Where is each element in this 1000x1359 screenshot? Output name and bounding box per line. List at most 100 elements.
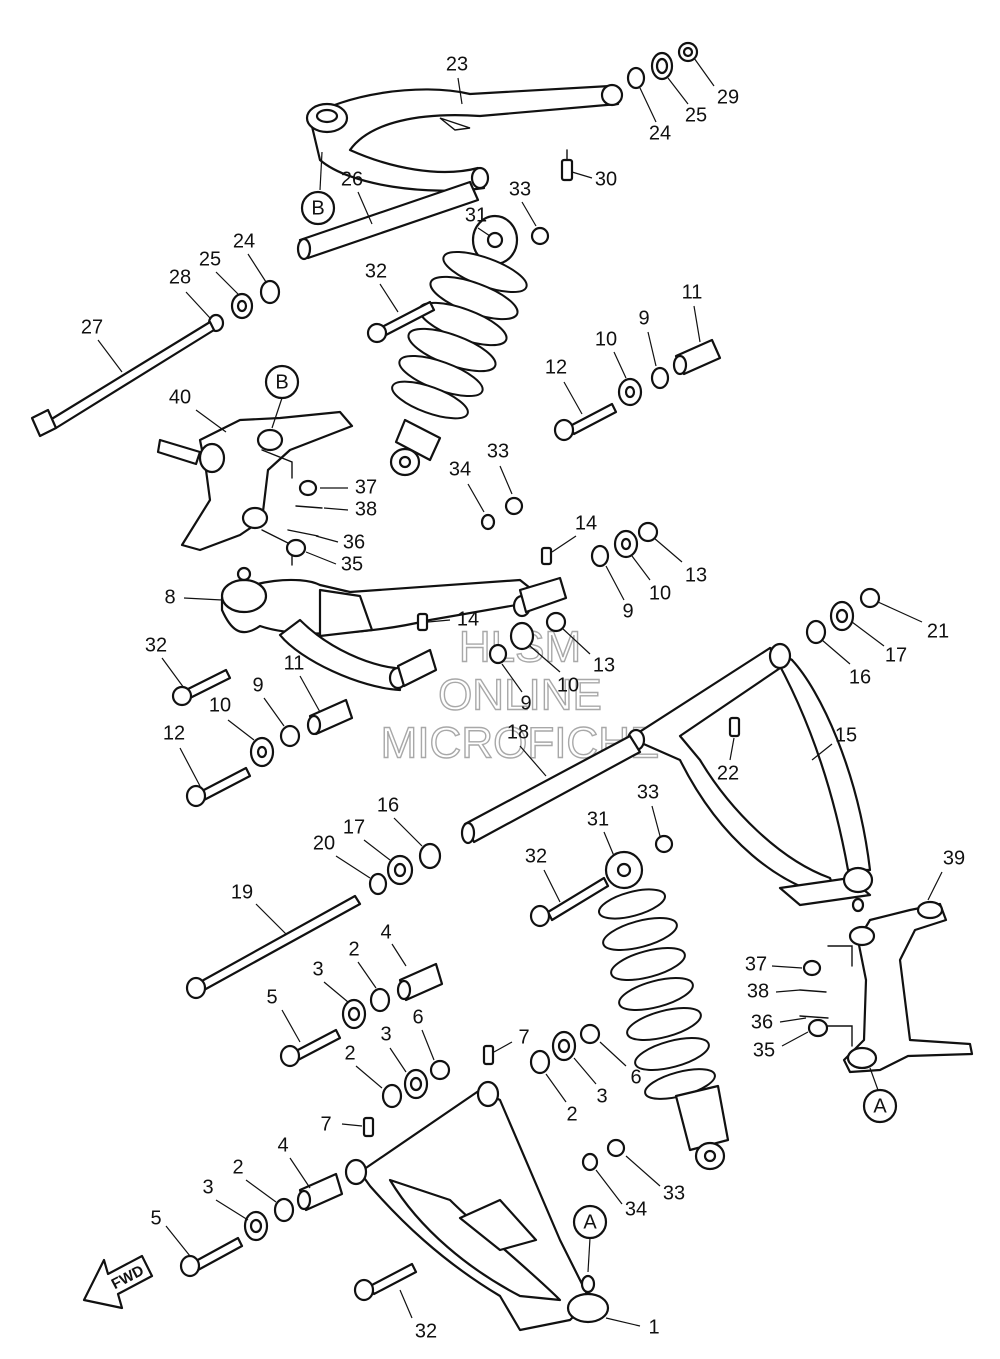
washer-20	[368, 872, 388, 896]
collar-26	[296, 180, 480, 261]
washer-10-mid	[509, 621, 535, 651]
callout-number: 2	[232, 1156, 243, 1178]
nut-33-upper	[530, 226, 550, 246]
callout-number: 10	[557, 674, 579, 696]
callout: 29	[693, 57, 739, 108]
pin-38-upper	[295, 505, 323, 509]
callout: 17	[851, 621, 907, 666]
bushing-16-right	[805, 619, 827, 645]
callout: 27	[81, 316, 123, 373]
callout: 10	[209, 694, 255, 741]
callout: 11	[682, 281, 703, 343]
callout: 18	[507, 721, 547, 777]
callout: 10	[631, 555, 671, 604]
callout: 5	[150, 1207, 191, 1257]
callout-number: 9	[520, 692, 531, 714]
nut-33-lower-shock	[654, 834, 674, 854]
callout-number: 22	[717, 762, 739, 784]
callout-number: 25	[199, 248, 221, 270]
callout: 33	[509, 178, 537, 227]
callout: 2	[232, 1156, 277, 1203]
washer-10-mid-right	[613, 529, 639, 559]
callout-number: 9	[622, 600, 633, 622]
callout: 4	[277, 1134, 311, 1189]
callout: 3	[312, 958, 349, 1003]
callout-number: 33	[663, 1182, 685, 1204]
reference-marker-a-lower: A	[572, 1204, 608, 1273]
nut-13-mid	[545, 611, 567, 633]
callout: 36	[751, 1011, 807, 1033]
callout-number: 10	[209, 694, 231, 716]
callout-number: 24	[649, 122, 671, 144]
callout-number: 12	[545, 356, 567, 378]
callouts: 23 29 25 24 30 26 33 31 24 25 28 32 27 1…	[81, 53, 965, 1342]
callout: 4	[380, 921, 407, 967]
callout-number: 3	[202, 1176, 213, 1198]
callout-number: 11	[284, 652, 305, 674]
callout: 9	[638, 307, 657, 367]
forward-direction-arrow: FWD	[82, 1254, 154, 1310]
callout: 24	[233, 230, 267, 283]
washer-25-left	[230, 292, 254, 320]
callout: 10	[595, 328, 627, 379]
callout-number: 9	[638, 307, 649, 329]
grease-nipple-14b	[416, 612, 429, 632]
callout-number: 5	[266, 986, 277, 1008]
bushing-2-upper	[369, 987, 391, 1013]
callout-number: 2	[348, 938, 359, 960]
shock-absorber-lower	[598, 850, 730, 1171]
upper-arm-front	[220, 566, 568, 692]
bushing-9-left	[279, 724, 301, 748]
callout: 12	[163, 722, 201, 787]
callout: 7	[493, 1026, 530, 1053]
callout: 21	[877, 601, 949, 642]
callout-number: 33	[509, 178, 531, 200]
callout: 6	[599, 1041, 642, 1088]
callout-number: 3	[312, 958, 323, 980]
callout-number: 18	[507, 721, 529, 743]
callout: 24	[639, 87, 671, 144]
washer-3-mid	[403, 1068, 429, 1100]
bolt-12-upper	[553, 402, 618, 442]
callout: 38	[747, 980, 801, 1002]
bushing-9-mid-right	[590, 544, 610, 568]
callout: 2	[545, 1073, 578, 1125]
callout-number: 32	[365, 260, 387, 282]
callout: 35	[753, 1031, 809, 1061]
callout: 9	[501, 663, 532, 714]
callout: 23	[446, 53, 468, 105]
callout-number: 34	[625, 1198, 647, 1220]
callout: 19	[231, 881, 287, 935]
bushing-9-mid	[488, 643, 508, 665]
callout-number: 15	[835, 724, 857, 746]
steering-knuckle-40	[156, 410, 354, 566]
washer-25-top	[650, 51, 674, 81]
collar-11-mid	[306, 698, 354, 736]
bushing-9-upper	[650, 366, 670, 390]
nut-37-lower	[802, 959, 822, 977]
grease-nipple-14a	[540, 546, 553, 566]
reference-letter-a-lower: A	[583, 1211, 597, 1233]
callout-number: 5	[150, 1207, 161, 1229]
callout: 8	[164, 586, 223, 608]
callout-number: 25	[685, 104, 707, 126]
washer-10-upper	[617, 377, 643, 407]
callout-number: 39	[943, 847, 965, 869]
bushing-16-left	[418, 842, 442, 870]
callout: 3	[380, 1023, 407, 1073]
callout: 17	[343, 816, 391, 861]
callout: 1	[605, 1316, 660, 1338]
lower-arm-front	[344, 1080, 610, 1332]
callout-number: 26	[341, 168, 363, 190]
callout-number: 27	[81, 316, 103, 338]
bolt-12-mid	[185, 766, 252, 808]
bushing-2-mid	[381, 1083, 403, 1109]
callout: 33	[625, 1155, 685, 1204]
grease-nipple-30	[560, 149, 574, 182]
callout-number: 16	[849, 666, 871, 688]
callout-number: 21	[927, 620, 949, 642]
callout-number: 3	[380, 1023, 391, 1045]
washer-17-left	[386, 854, 414, 886]
callout: 32	[525, 845, 561, 903]
callout-number: 11	[682, 281, 703, 303]
